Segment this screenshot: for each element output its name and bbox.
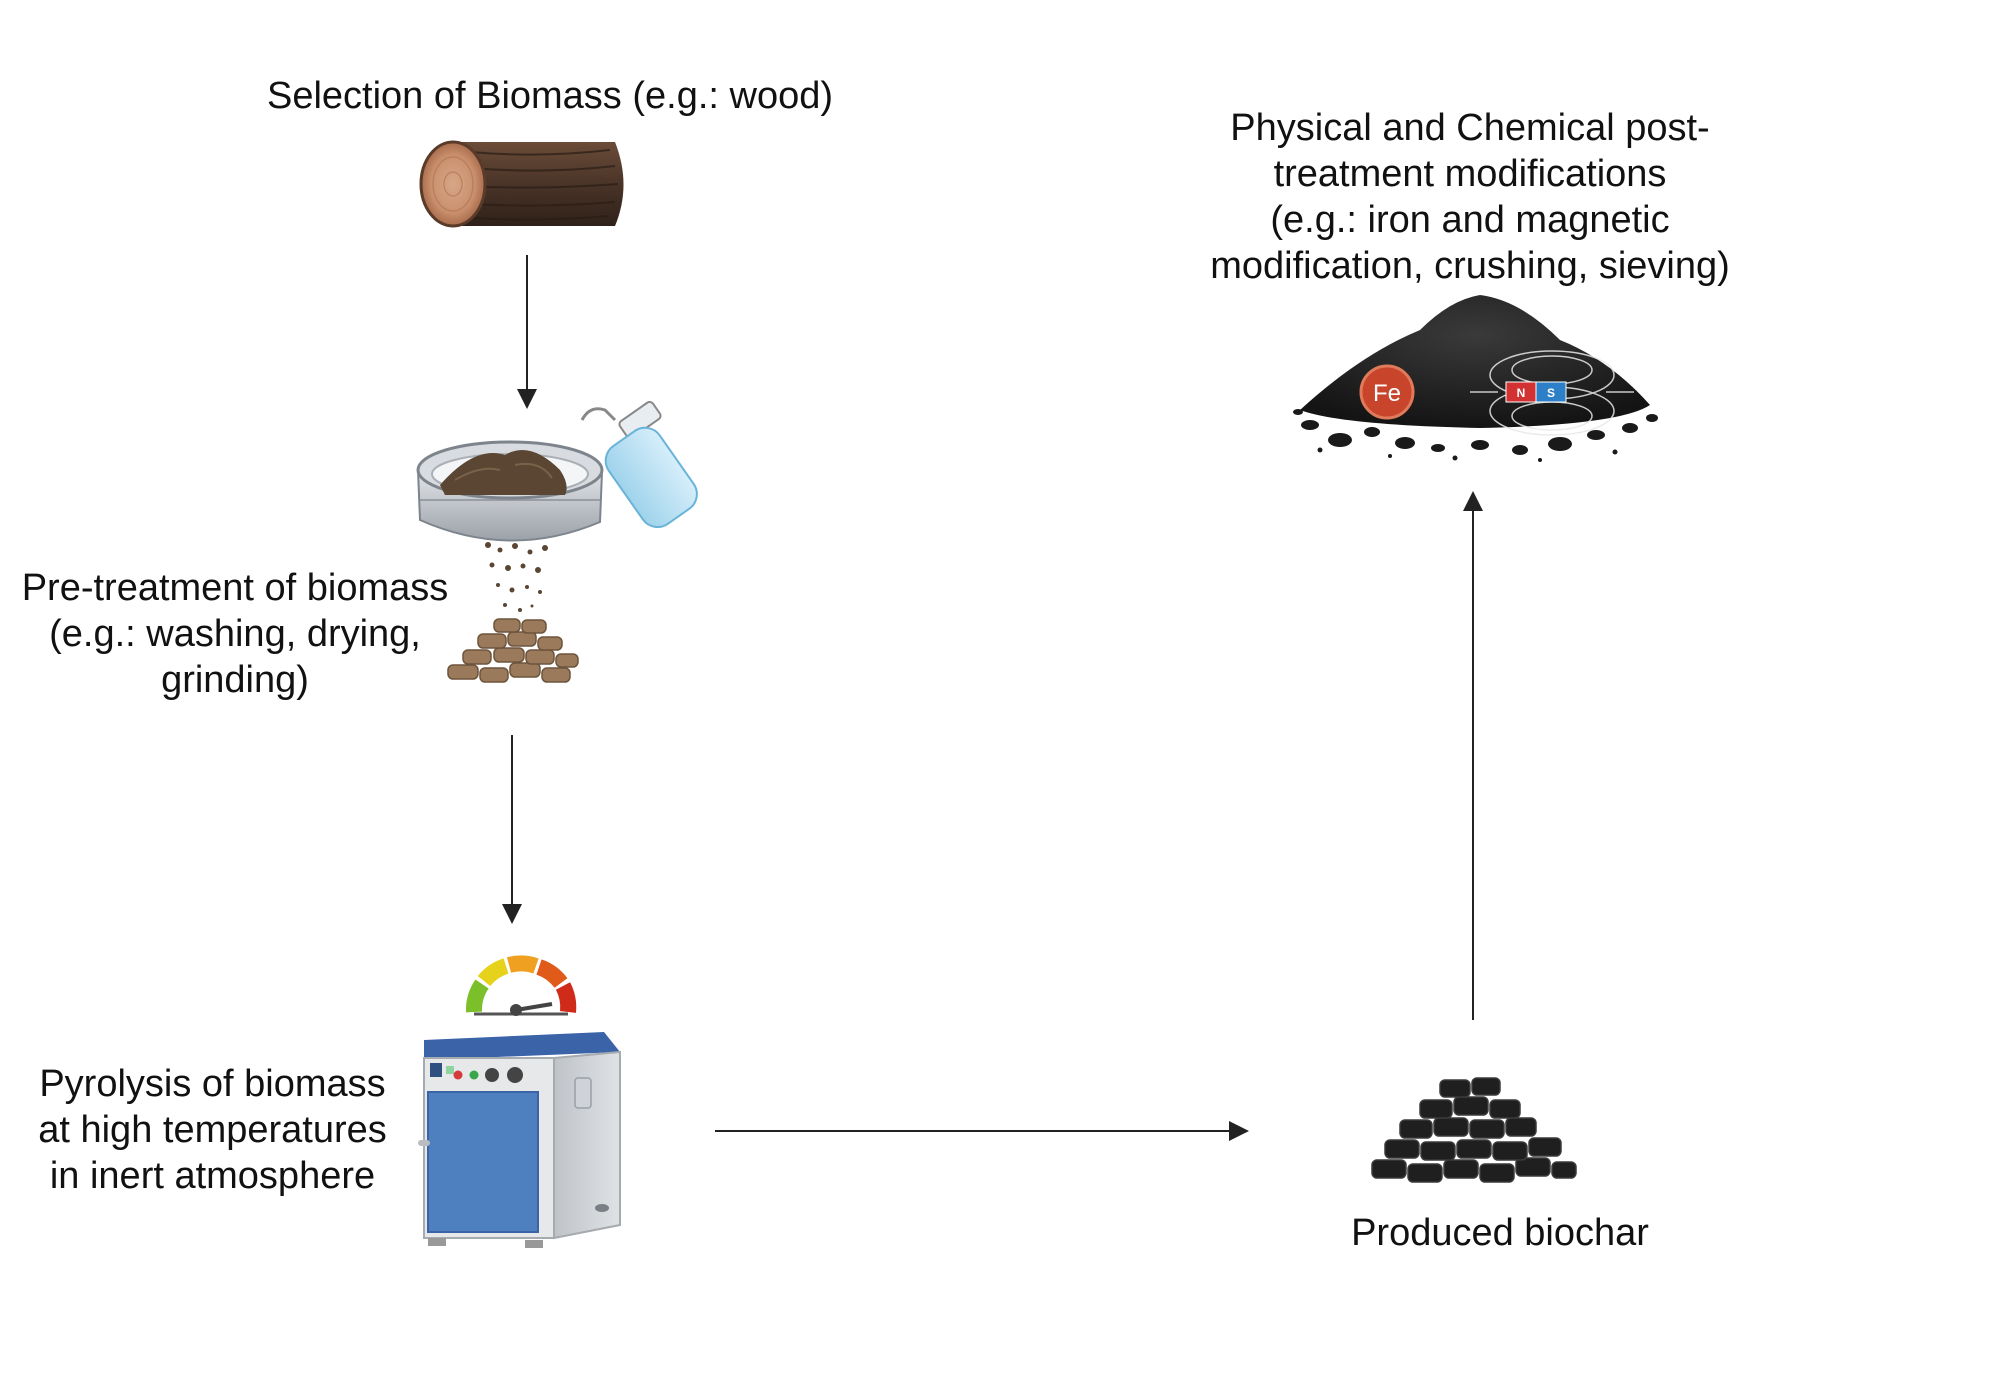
selection-label: Selection of Biomass (e.g.: wood) (200, 73, 900, 119)
magnet-south-label: S (1547, 386, 1555, 400)
ground-biomass-icon (447, 618, 579, 683)
wood-log-icon (419, 140, 624, 228)
pyrolysis-line-1: Pyrolysis of biomass (39, 1063, 386, 1105)
biochar-label: Produced biochar (1290, 1210, 1710, 1256)
temperature-gauge-icon (465, 955, 577, 1016)
post-treatment-line-3: (e.g.: iron and magnetic (1270, 199, 1670, 241)
pretreatment-line-2: (e.g.: washing, drying, (49, 613, 421, 655)
wash-bottle-icon (580, 400, 698, 529)
pretreatment-line-1: Pre-treatment of biomass (21, 567, 449, 609)
pyrolysis-line-3: in inert atmosphere (49, 1155, 376, 1197)
falling-particles (485, 542, 548, 612)
post-treatment-label: Physical and Chemical post- treatment mo… (1170, 105, 1770, 289)
iron-badge-icon: Fe (1359, 364, 1415, 420)
selection-line-1: Selection of Biomass (e.g.: wood) (266, 75, 834, 117)
pretreatment-label: Pre-treatment of biomass (e.g.: washing,… (0, 565, 470, 703)
biochar-line-1: Produced biochar (1351, 1212, 1649, 1254)
magnet-icon: N S (1470, 350, 1634, 436)
modified-biochar-pile-icon (1293, 295, 1658, 462)
pyrolysis-line-2: at high temperatures (38, 1109, 387, 1151)
iron-badge-label: Fe (1373, 380, 1401, 407)
post-treatment-line-2: treatment modifications (1273, 153, 1667, 195)
biochar-pile-icon (1371, 1077, 1577, 1183)
post-treatment-line-4: modification, crushing, sieving) (1210, 245, 1730, 287)
magnet-north-label: N (1517, 386, 1526, 400)
furnace-icon (418, 1032, 621, 1248)
sieve-icon (416, 440, 604, 542)
pyrolysis-label: Pyrolysis of biomass at high temperature… (0, 1061, 425, 1199)
post-treatment-line-1: Physical and Chemical post- (1230, 107, 1710, 149)
pretreatment-line-3: grinding) (161, 659, 309, 701)
